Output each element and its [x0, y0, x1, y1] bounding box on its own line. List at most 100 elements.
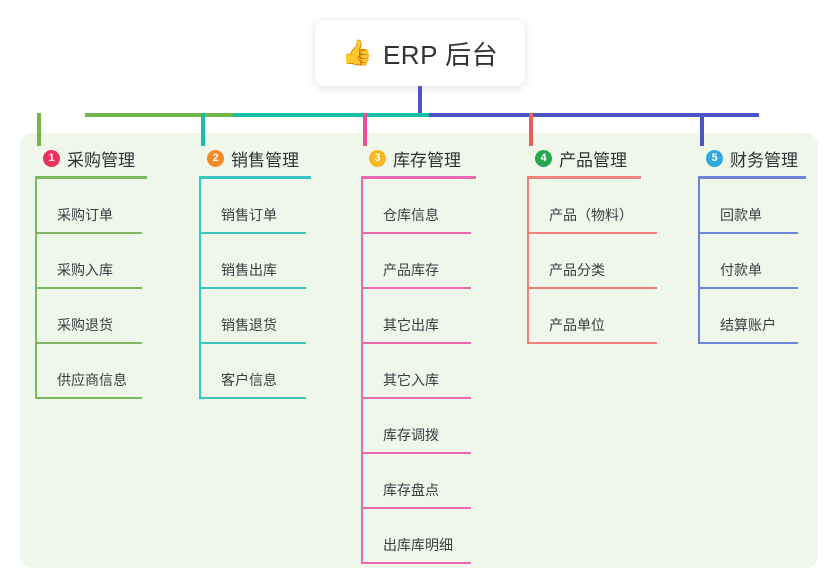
branch-header-underline: [199, 176, 311, 179]
branch-column-库存管理: 3 库存管理仓库信息产品库存其它出库其它入库库存调拨库存盘点出库库明细: [361, 145, 476, 564]
leaf-item[interactable]: 客户信息: [199, 344, 306, 399]
root-stem-line: [418, 86, 422, 116]
diagram-background-panel: [20, 133, 818, 568]
leaf-item[interactable]: 仓库信息: [361, 179, 471, 234]
leaf-item[interactable]: 回款单: [698, 179, 798, 234]
leaf-item-label: 供应商信息: [57, 372, 127, 388]
leaf-item-label: 结算账户: [720, 317, 776, 333]
leaf-item-underline: [199, 342, 306, 344]
branch-column-采购管理: 1 采购管理采购订单采购入库采购退货供应商信息: [35, 145, 147, 399]
branch-number-badge: 1: [43, 149, 60, 167]
leaf-item[interactable]: 销售出库: [199, 234, 306, 289]
leaf-item[interactable]: 产品库存: [361, 234, 471, 289]
branch-header-财务管理[interactable]: 5 财务管理: [698, 145, 798, 171]
leaf-item-label: 其它出库: [383, 317, 439, 333]
leaf-item-underline: [361, 507, 471, 509]
leaf-item[interactable]: 其它入库: [361, 344, 471, 399]
leaf-item-label: 其它入库: [383, 372, 439, 388]
leaf-item[interactable]: 其它出库: [361, 289, 471, 344]
branch-title-label: 产品管理: [559, 150, 627, 170]
branch-number-badge: 3: [369, 149, 386, 167]
branch-title-label: 库存管理: [393, 150, 461, 170]
leaf-item[interactable]: 出库库明细: [361, 509, 471, 564]
leaf-item-label: 产品单位: [549, 317, 605, 333]
leaf-item-label: 产品分类: [549, 262, 605, 278]
leaf-item-label: 客户信息: [221, 372, 277, 388]
leaf-item-underline: [199, 287, 306, 289]
leaf-item-label: 库存盘点: [383, 482, 439, 498]
leaf-item-label: 产品（物料）: [549, 207, 633, 223]
leaf-item-underline: [35, 342, 142, 344]
leaf-item-underline: [199, 232, 306, 234]
leaf-item[interactable]: 供应商信息: [35, 344, 142, 399]
leaf-item-underline: [698, 342, 798, 344]
branch-spine-line: [698, 179, 700, 344]
branch-title-label: 财务管理: [730, 150, 798, 170]
leaf-item-label: 销售退货: [221, 317, 277, 333]
branch-spine-line: [35, 179, 37, 399]
leaf-item[interactable]: 产品（物料）: [527, 179, 657, 234]
leaf-item-underline: [35, 397, 142, 399]
branch-title-label: 销售管理: [231, 150, 299, 170]
branch-header-underline: [361, 176, 476, 179]
leaf-item-label: 采购入库: [57, 262, 113, 278]
leaf-item[interactable]: 采购入库: [35, 234, 142, 289]
leaf-item-underline: [361, 287, 471, 289]
branch-header-underline: [35, 176, 147, 179]
leaf-item-label: 销售订单: [221, 207, 277, 223]
leaf-item-underline: [199, 397, 306, 399]
leaf-item-underline: [527, 232, 657, 234]
leaf-item-label: 回款单: [720, 207, 762, 223]
branch-number-badge: 4: [535, 149, 552, 167]
leaf-item-underline: [698, 287, 798, 289]
trunk-segment-3: [429, 113, 759, 117]
leaf-item-underline: [527, 287, 657, 289]
branch-drop-line-2: [201, 113, 205, 146]
root-node-erp-backend[interactable]: 👍 ERP 后台: [315, 20, 525, 86]
branch-drop-line-5: [700, 113, 704, 146]
branch-header-underline: [698, 176, 806, 179]
leaf-item[interactable]: 采购订单: [35, 179, 142, 234]
leaf-item[interactable]: 销售退货: [199, 289, 306, 344]
leaf-item-label: 库存调拨: [383, 427, 439, 443]
branch-spine-line: [361, 179, 363, 564]
branch-header-产品管理[interactable]: 4 产品管理: [527, 145, 627, 171]
branch-spine-line: [199, 179, 201, 399]
leaf-item-label: 付款单: [720, 262, 762, 278]
branch-header-库存管理[interactable]: 3 库存管理: [361, 145, 461, 171]
leaf-item-label: 产品库存: [383, 262, 439, 278]
leaf-item[interactable]: 产品单位: [527, 289, 657, 344]
thumbs-up-icon: 👍: [341, 38, 373, 67]
leaf-item-underline: [361, 232, 471, 234]
leaf-item-label: 仓库信息: [383, 207, 439, 223]
leaf-item-label: 采购退货: [57, 317, 113, 333]
leaf-item[interactable]: 库存盘点: [361, 454, 471, 509]
leaf-item-underline: [527, 342, 657, 344]
leaf-item-underline: [35, 287, 142, 289]
leaf-item[interactable]: 采购退货: [35, 289, 142, 344]
leaf-item-underline: [361, 562, 471, 564]
leaf-item-label: 销售出库: [221, 262, 277, 278]
leaf-item[interactable]: 结算账户: [698, 289, 798, 344]
leaf-item-underline: [361, 452, 471, 454]
trunk-segment-2: [233, 113, 429, 117]
branch-column-产品管理: 4 产品管理产品（物料） 产品分类产品单位: [527, 145, 657, 344]
leaf-item-underline: [361, 342, 471, 344]
leaf-item[interactable]: 销售订单: [199, 179, 306, 234]
leaf-item[interactable]: 付款单: [698, 234, 798, 289]
leaf-item[interactable]: 产品分类: [527, 234, 657, 289]
leaf-item-underline: [698, 232, 798, 234]
branch-number-badge: 5: [706, 149, 723, 167]
branch-header-采购管理[interactable]: 1 采购管理: [35, 145, 135, 171]
leaf-item[interactable]: 库存调拨: [361, 399, 471, 454]
branch-column-财务管理: 5 财务管理回款单付款单结算账户: [698, 145, 806, 344]
root-node-label: ERP 后台: [382, 39, 499, 70]
branch-spine-line: [527, 179, 529, 344]
branch-header-underline: [527, 176, 641, 179]
branch-drop-line-1: [37, 113, 41, 146]
branch-title-label: 采购管理: [67, 150, 135, 170]
branch-drop-line-3: [363, 113, 367, 146]
